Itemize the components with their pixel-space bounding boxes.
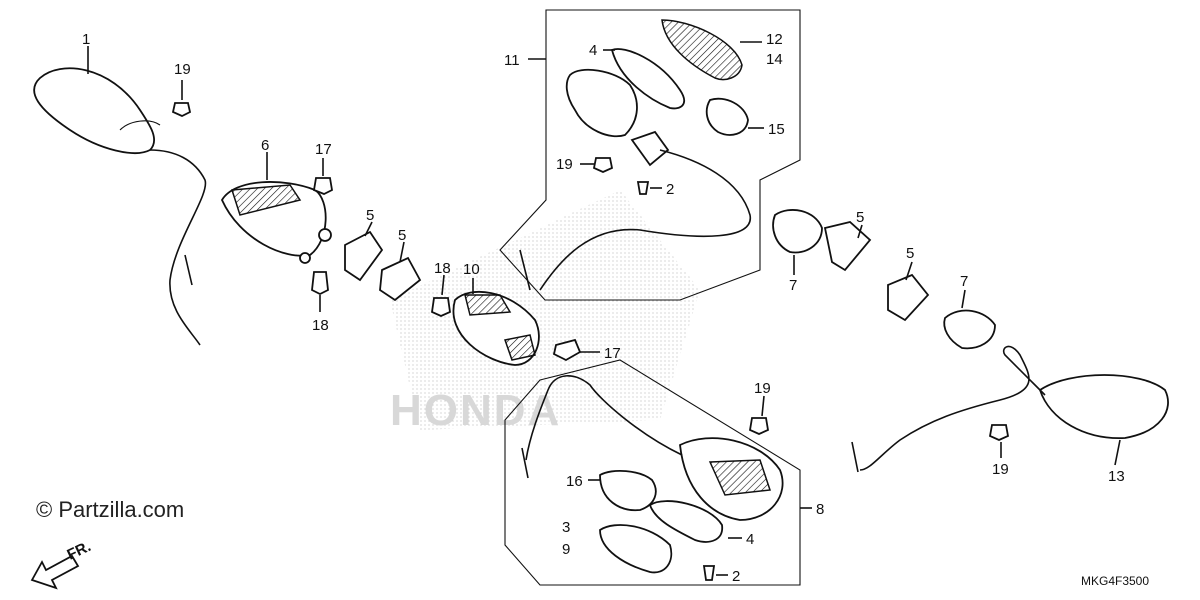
callout-3: 3: [562, 519, 570, 536]
part-6-winker-body: [220, 181, 332, 264]
callout-2-a: 2: [666, 181, 674, 198]
callout-16: 16: [566, 473, 583, 490]
collar-17-b: [552, 338, 582, 362]
front-direction-arrow: FR.: [30, 538, 94, 590]
callout-6: 6: [261, 137, 269, 154]
callout-9: 9: [562, 541, 570, 558]
screw-19-a: [171, 102, 192, 117]
callout-labels: 1 19 6 17 18 5 5 18 10 17 11 4 12 14 15 …: [82, 31, 1125, 585]
callout-4-b: 4: [746, 531, 754, 548]
callout-12: 12: [766, 31, 783, 48]
nut-18-b: [431, 297, 451, 317]
callout-11: 11: [504, 52, 520, 69]
callout-2-b: 2: [732, 568, 740, 585]
assembly-11-winker: [519, 19, 751, 291]
callout-17-b: 17: [604, 345, 621, 362]
part-1-winker-housing: [33, 67, 207, 346]
callout-5-b: 5: [398, 227, 406, 244]
callout-13: 13: [1108, 468, 1125, 485]
screw-19-b: [592, 157, 614, 173]
right-winker: [772, 209, 1169, 473]
assembly-8-winker: [521, 375, 784, 574]
callout-10: 10: [463, 261, 480, 278]
watermark-text: HONDA: [390, 386, 561, 435]
callout-19-a: 19: [174, 61, 191, 78]
callout-15: 15: [768, 121, 785, 138]
screw-19-c: [748, 417, 770, 435]
copyright-text: © Partzilla.com: [36, 497, 185, 522]
leader-lines: [87, 41, 1121, 576]
callout-19-d: 19: [992, 461, 1009, 478]
callout-17-a: 17: [315, 141, 332, 158]
callout-5-d: 5: [906, 245, 914, 262]
callout-18-b: 18: [434, 260, 451, 277]
callout-19-b: 19: [556, 156, 573, 173]
part-10-winker-body: [452, 290, 540, 366]
screw-2-b: [702, 565, 716, 581]
callout-5-a: 5: [366, 207, 374, 224]
watermark: HONDA: [390, 190, 700, 435]
diagram-code: MKG4F3500: [1081, 574, 1150, 588]
assembly-8-frame: [504, 359, 801, 586]
callout-18-a: 18: [312, 317, 329, 334]
callout-19-c: 19: [754, 380, 771, 397]
callout-7-b: 7: [960, 273, 968, 290]
callout-5-c: 5: [856, 209, 864, 226]
screw-2-a: [636, 181, 650, 195]
front-arrow-label: FR.: [65, 538, 94, 564]
screw-19-d: [988, 424, 1010, 441]
callout-4-a: 4: [589, 42, 597, 59]
nut-17-a: [312, 177, 333, 195]
assembly-11-frame: [499, 9, 801, 301]
callout-1: 1: [82, 31, 90, 48]
callout-7-a: 7: [789, 277, 797, 294]
callout-8: 8: [816, 501, 824, 518]
collar-18-a: [311, 271, 329, 296]
callout-14: 14: [766, 51, 783, 68]
fasteners: [171, 102, 1010, 581]
